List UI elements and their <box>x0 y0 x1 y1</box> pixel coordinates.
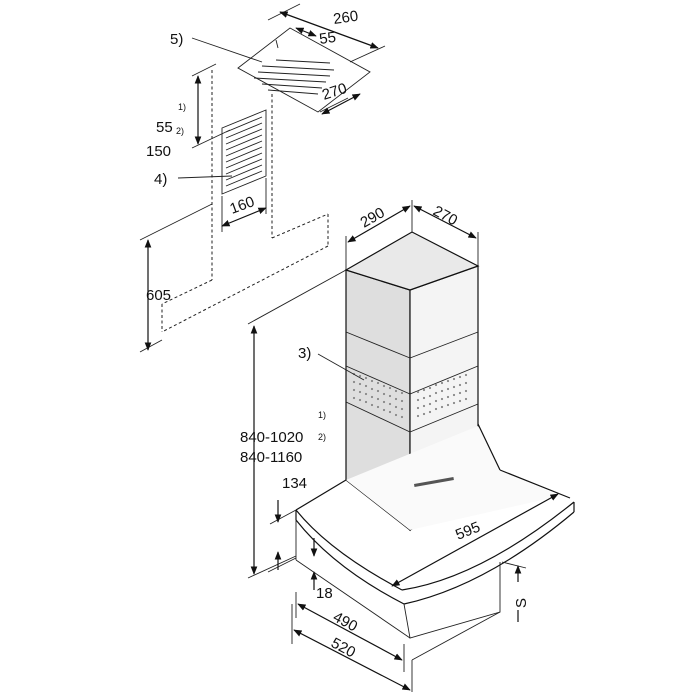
dim-hood-width: 595 <box>453 519 483 544</box>
dim-hood-thickness: 18 <box>316 585 333 602</box>
wall-grille <box>221 109 267 195</box>
canopy-offset-dimension <box>267 500 297 573</box>
dim-plate-offset: 55 <box>318 29 337 48</box>
dim-canopy-offset: 134 <box>282 475 307 492</box>
vent-dots-right <box>416 373 468 418</box>
hood-width-dimension <box>391 493 559 587</box>
dim-hood-depth-1: 490 <box>330 609 360 636</box>
bracket-height-dimension <box>191 63 231 149</box>
vents-callout-leader <box>317 353 365 381</box>
dim-bracket-lower-height-label: 605 <box>146 287 171 304</box>
footnote-marker-1a: 1) <box>178 102 186 112</box>
grille-callout-leader <box>177 175 233 179</box>
footnote-marker-1b: 1) <box>318 410 326 420</box>
vent-dots-left <box>352 372 404 419</box>
chimney-height-dimension <box>247 269 347 579</box>
control-panel <box>413 477 454 487</box>
plate-dimension-lines <box>267 3 386 115</box>
bracket-lower-dimension <box>139 203 213 353</box>
hood-canopy <box>295 423 575 639</box>
dim-chimney-width: 270 <box>430 203 460 230</box>
dim-plate-depth: 260 <box>332 8 359 28</box>
dim-plate-width: 270 <box>320 80 349 104</box>
dim-hood-depth-2: 520 <box>328 635 358 662</box>
s-dimension <box>501 561 527 622</box>
chimney-top-dimensions <box>345 200 479 270</box>
footnote-marker-2a: 2) <box>176 126 184 136</box>
ceiling-mounting-plate <box>237 27 371 113</box>
hood-depth-dimension-2 <box>291 604 501 692</box>
plate-callout-leader <box>191 37 263 63</box>
plate-callout-label: 5) <box>170 31 183 48</box>
grille-width-dimension <box>221 178 267 232</box>
dim-chimney-depth: 290 <box>358 204 388 231</box>
vents-callout-label: 3) <box>298 345 311 362</box>
dim-chimney-height-2: 840-1160 <box>240 449 302 466</box>
footnote-marker-2b: 2) <box>318 432 326 442</box>
upper-wall-bracket <box>161 70 329 333</box>
plate-slots <box>253 59 335 95</box>
dim-chimney-height-1: 840-1020 <box>240 429 303 446</box>
dim-s-label: S <box>513 598 530 608</box>
grille-callout-label: 4) <box>154 171 167 188</box>
dim-bracket-height-2: 150 <box>146 143 171 160</box>
chimney-vent-holes <box>352 372 468 419</box>
dim-bracket-height-1: 55 <box>156 119 173 136</box>
